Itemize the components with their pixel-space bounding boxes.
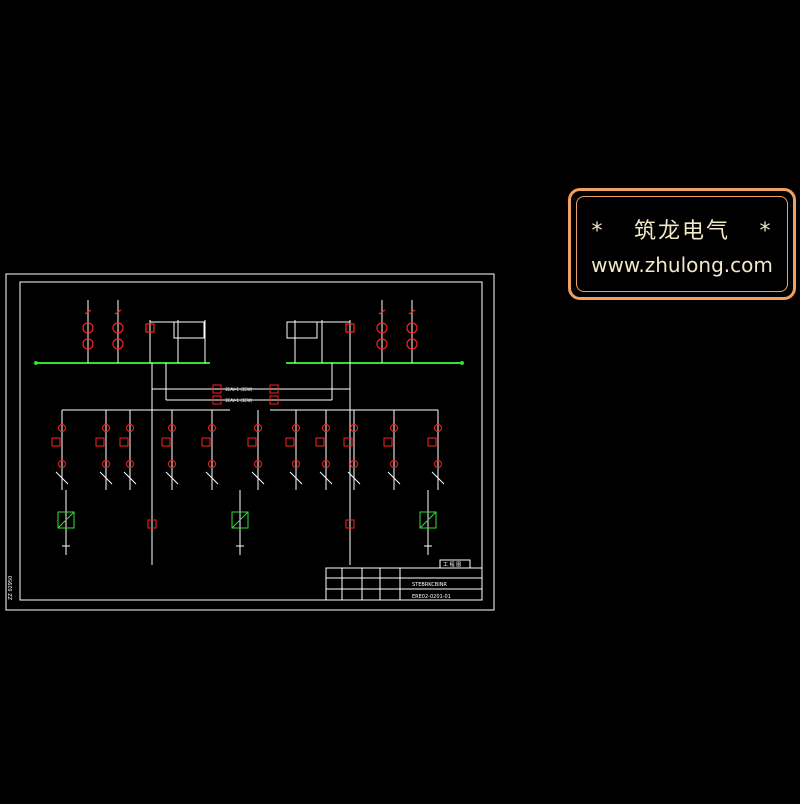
left-incomer-group <box>87 300 206 363</box>
feeder-ct <box>292 460 300 468</box>
tie-label-1: 3EAV-1 (3EW) <box>225 387 253 392</box>
drive-converter-diagonal <box>57 511 75 529</box>
drive-converter <box>57 511 75 529</box>
feeder-breaker <box>208 424 216 432</box>
title-block <box>325 559 483 601</box>
sheet-inner-frame <box>19 281 483 601</box>
feeder-switch <box>95 437 105 447</box>
feeder-arrow <box>289 471 303 485</box>
tie-breaker-2 <box>269 384 279 394</box>
drive-converter-diagonal <box>419 511 437 529</box>
feeder-ct <box>322 460 330 468</box>
title-block-number: ERE02-0201-01 <box>412 594 451 600</box>
feeder-ct <box>350 460 358 468</box>
feeder-arrow <box>205 471 219 485</box>
feeder-ct <box>126 460 134 468</box>
feeder-ct <box>208 460 216 468</box>
feeder-arrow <box>347 471 361 485</box>
feeder-breaker <box>390 424 398 432</box>
feeder-ct <box>58 460 66 468</box>
feeder-breaker <box>434 424 442 432</box>
drive-converter <box>231 511 249 529</box>
watermark-url: www.zhulong.com <box>591 253 773 277</box>
feeder-arrow <box>123 471 137 485</box>
watermark-star-left: * <box>591 219 605 244</box>
feeder-ct <box>168 460 176 468</box>
feeder-ct <box>434 460 442 468</box>
feeder-arrow <box>165 471 179 485</box>
feeder-ct <box>254 460 262 468</box>
left-bus-end-marker <box>34 361 38 365</box>
feeder-arrow <box>431 471 445 485</box>
riser-device <box>147 519 157 529</box>
feeder-switch <box>383 437 393 447</box>
right-incomer-group <box>286 300 413 363</box>
feeder-arrow <box>99 471 113 485</box>
feeder-switch <box>161 437 171 447</box>
sheet-margin-label: ZZ 02950 <box>8 576 14 600</box>
tie-breaker-1 <box>212 384 222 394</box>
zhulong-watermark: * 筑龙电气 * www.zhulong.com <box>568 188 796 300</box>
feeder-switch <box>285 437 295 447</box>
feeder-switch <box>119 437 129 447</box>
right-incomer-devices <box>345 309 418 350</box>
feeder-arrow <box>55 471 69 485</box>
watermark-brand-line: * 筑龙电气 * <box>571 213 793 245</box>
feeder-switch <box>247 437 257 447</box>
feeder-switch <box>51 437 61 447</box>
left-incomer-devices <box>82 309 155 350</box>
feeder-ct <box>390 460 398 468</box>
feeder-switch <box>427 437 437 447</box>
feeder-breaker <box>292 424 300 432</box>
feeder-breaker <box>102 424 110 432</box>
feeder-breaker <box>350 424 358 432</box>
title-block-stamp: 工 程 图 <box>443 561 461 568</box>
tie-breaker-4 <box>269 395 279 405</box>
watermark-inner-border <box>576 196 788 292</box>
right-bus-end-marker <box>460 361 464 365</box>
feeder-breaker <box>254 424 262 432</box>
feeder-arrow <box>387 471 401 485</box>
feeder-arrow <box>251 471 265 485</box>
feeder-breaker <box>58 424 66 432</box>
drive-converter-diagonal <box>231 511 249 529</box>
feeder-arrow <box>319 471 333 485</box>
riser-device <box>345 519 355 529</box>
feeder-ct <box>102 460 110 468</box>
bus-risers <box>151 363 351 565</box>
feeder-switch <box>201 437 211 447</box>
watermark-brand-text: 筑龙电气 <box>633 219 730 244</box>
feeder-breaker <box>126 424 134 432</box>
tie-label-2: 3EAV-1 (3EW) <box>225 398 253 403</box>
watermark-star-right: * <box>759 219 773 244</box>
outgoing-feeders <box>51 409 445 555</box>
tie-breaker-3 <box>212 395 222 405</box>
title-block-title: STEBRKCBINR <box>412 582 447 588</box>
feeder-switch <box>315 437 325 447</box>
feeder-breaker <box>322 424 330 432</box>
sheet-outer-frame <box>5 273 495 611</box>
feeder-breaker <box>168 424 176 432</box>
feeder-switch <box>343 437 353 447</box>
drive-converter <box>419 511 437 529</box>
